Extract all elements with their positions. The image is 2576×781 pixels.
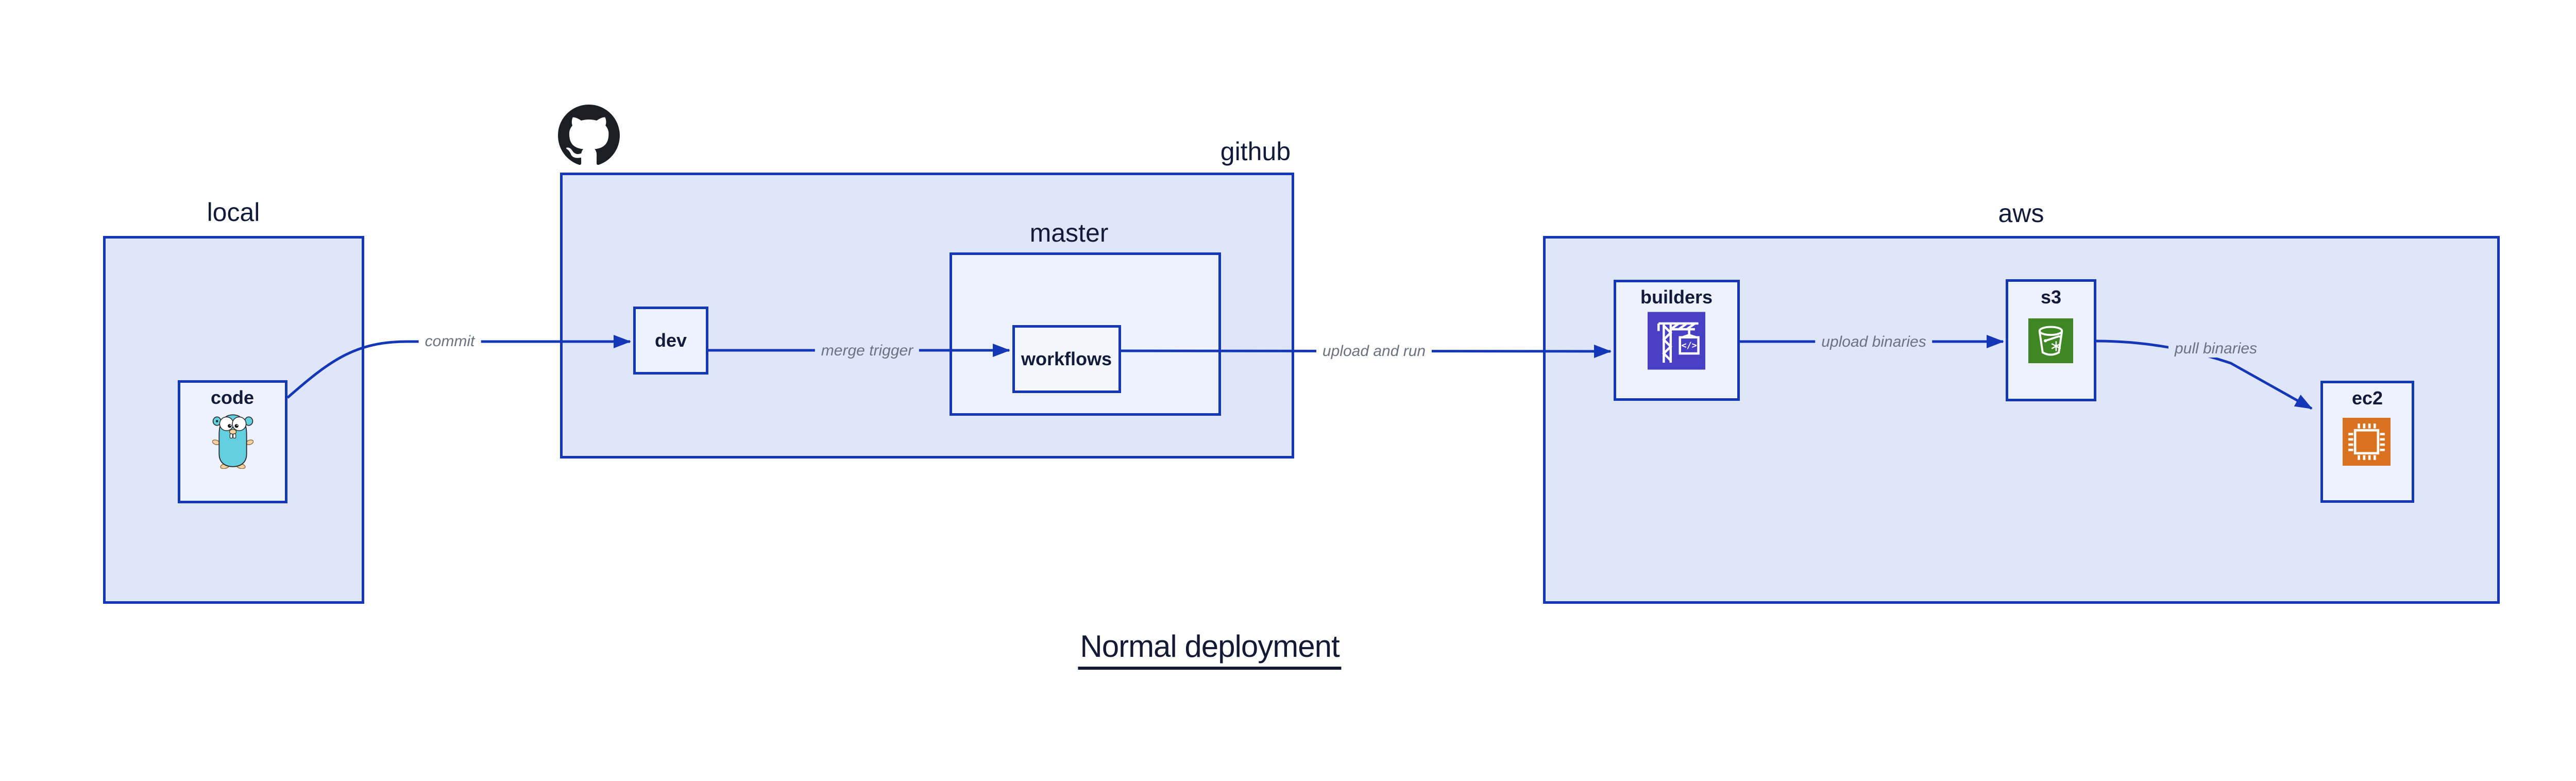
diagram-title: Normal deployment xyxy=(1078,630,1342,670)
group-label-master: master xyxy=(1029,218,1109,247)
edge-label-merge-trigger: merge trigger xyxy=(815,342,920,360)
github-octocat-icon xyxy=(558,105,620,165)
edge-label-upload-binaries: upload binaries xyxy=(1815,333,1933,351)
node-workflows xyxy=(1012,325,1121,393)
edge-label-upload-and-run: upload and run xyxy=(1316,343,1432,360)
codebuild-crane-icon: </> xyxy=(1648,312,1705,370)
edge-label-pull-binaries: pull binaries xyxy=(2168,340,2264,358)
s3-bucket-icon xyxy=(2028,318,2073,363)
ec2-chip-icon xyxy=(2343,418,2391,466)
group-label-local: local xyxy=(207,198,260,227)
node-dev xyxy=(633,307,708,375)
node-label-builders: builders xyxy=(1640,286,1713,308)
node-builders xyxy=(1614,280,1740,401)
node-label-s3: s3 xyxy=(2040,286,2062,308)
go-gopher-icon xyxy=(212,414,253,469)
node-label-dev: dev xyxy=(654,330,687,351)
group-label-aws: aws xyxy=(1998,199,2044,228)
node-label-workflows: workflows xyxy=(1021,348,1112,369)
svg-text:</>: </> xyxy=(1681,340,1697,350)
edge-label-commit: commit xyxy=(418,333,481,350)
node-label-ec2: ec2 xyxy=(2351,387,2383,409)
node-label-code: code xyxy=(210,387,255,408)
group-label-github: github xyxy=(1220,137,1291,166)
